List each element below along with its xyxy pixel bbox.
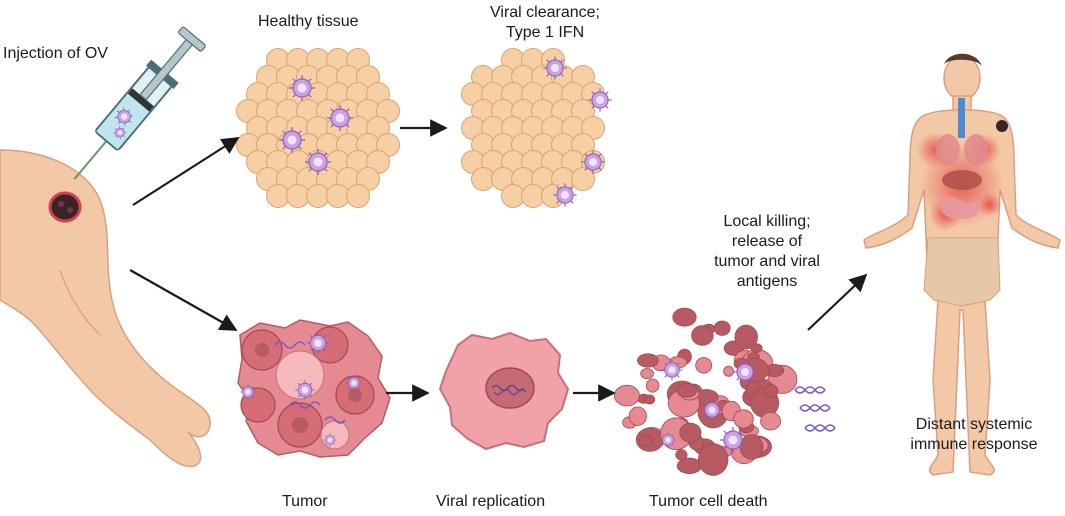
label-local-killing: Local killing; release of tumor and vira…	[692, 212, 842, 292]
healthy-tissue-icon	[236, 48, 400, 208]
debris-fragment	[638, 434, 654, 447]
virus-icon	[659, 431, 677, 449]
debris-fragment	[640, 368, 654, 380]
virus-icon	[732, 359, 758, 385]
debris-fragment	[723, 365, 734, 377]
label-local-killing-line4: antigens	[736, 273, 798, 290]
label-local-killing-line2: release of	[731, 233, 803, 250]
tumor-icon	[237, 319, 391, 458]
virus-icon	[278, 126, 306, 154]
debris-fragment	[628, 406, 647, 426]
healthy-cell	[346, 184, 370, 208]
label-distant-response: Distant systemic immune response	[899, 415, 1049, 455]
arrow-to-tumor	[129, 269, 238, 331]
label-healthy-tissue: Healthy tissue	[258, 13, 359, 30]
debris-fragment	[739, 434, 764, 460]
label-viral-replication: Viral replication	[436, 493, 546, 510]
arm-icon	[0, 149, 211, 468]
label-distant-response-line2: immune response	[910, 436, 1038, 453]
injection-site-icon	[48, 191, 82, 223]
virus-icon	[701, 399, 723, 421]
label-viral-clearance: Viral clearance; Type 1 IFN	[470, 3, 620, 43]
virus-icon	[288, 74, 316, 102]
tumor-debris-icon	[614, 307, 798, 476]
infected-cell-icon	[438, 331, 570, 451]
flow-arrows	[129, 119, 868, 402]
debris-fragment	[695, 357, 713, 374]
debris-fragment	[679, 422, 702, 443]
label-distant-response-line1: Distant systemic	[915, 416, 1033, 433]
virus-icon	[552, 182, 578, 208]
human-body-icon	[863, 53, 1061, 476]
healthy-cell	[571, 167, 595, 191]
debris-fragment	[614, 384, 640, 407]
virus-icon	[542, 55, 568, 81]
debris-fragment	[698, 443, 729, 476]
arrow-to-systemic	[807, 273, 868, 331]
label-viral-clearance-line2: Type 1 IFN	[505, 24, 585, 41]
debris-fragment	[675, 449, 688, 461]
label-local-killing-line3: tumor and viral	[714, 253, 820, 270]
virus-icon	[719, 426, 747, 454]
released-antigens-icon	[794, 386, 836, 432]
cleared-tissue-icon	[461, 48, 613, 208]
label-injection: Injection of OV	[3, 45, 108, 62]
label-tumor-cell-death: Tumor cell death	[649, 493, 768, 510]
virus-icon	[661, 359, 683, 381]
debris-fragment	[733, 409, 754, 429]
debris-fragment	[637, 353, 659, 368]
debris-fragment	[645, 378, 660, 393]
debris-fragment	[691, 325, 714, 346]
virus-icon	[587, 87, 613, 113]
label-local-killing-line1: Local killing;	[723, 213, 811, 230]
arrow-to-healthy	[132, 137, 240, 206]
debris-fragment	[764, 384, 779, 398]
syringe-icon	[73, 26, 206, 180]
debris-fragment	[672, 307, 697, 327]
debris-fragment	[713, 320, 731, 336]
debris-fragment	[644, 394, 656, 405]
label-viral-clearance-line1: Viral clearance;	[490, 4, 600, 21]
debris-fragment	[760, 412, 781, 431]
virus-icon	[580, 149, 606, 175]
virus-icon	[304, 148, 332, 176]
debris-fragment	[676, 383, 698, 398]
debris-fragment	[734, 324, 758, 350]
distant-tumor-icon	[996, 120, 1008, 132]
label-tumor: Tumor	[282, 493, 328, 510]
virus-icon	[326, 104, 354, 132]
